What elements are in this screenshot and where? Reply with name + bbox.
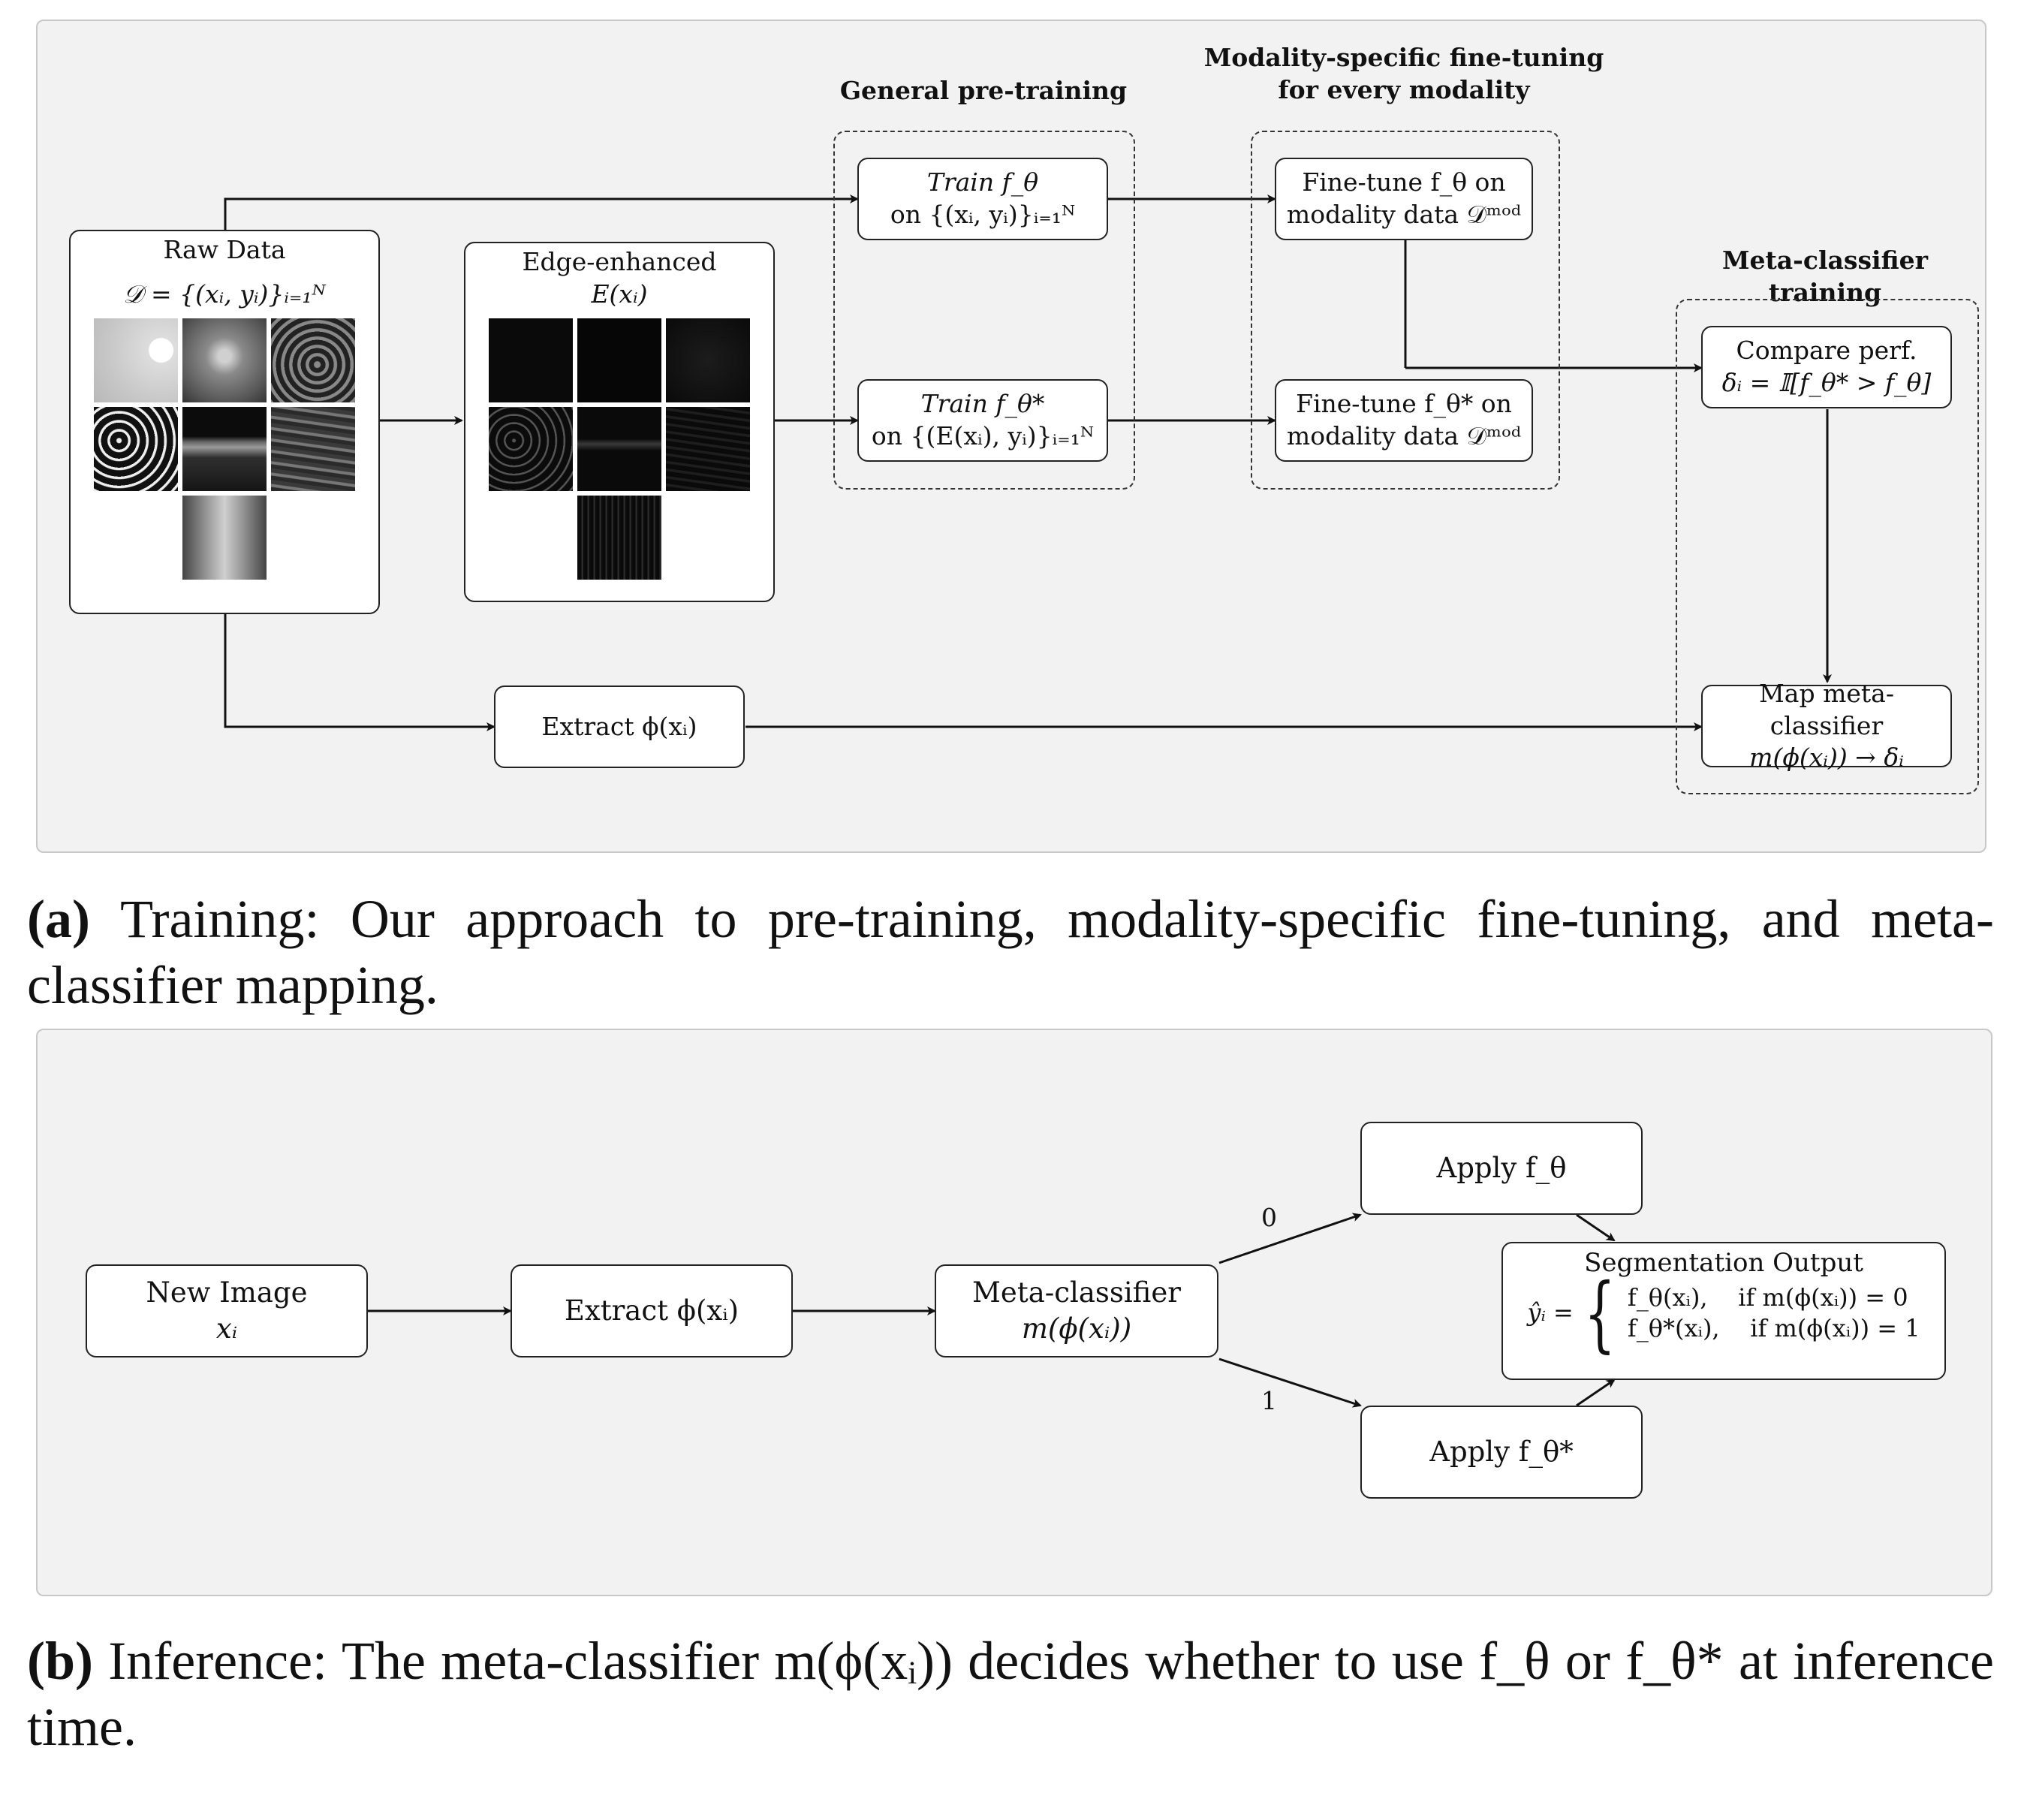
finetune-f-node: Fine-tune f_θ on modality data 𝒟ᵐᵒᵈ xyxy=(1275,158,1533,240)
raw-data-title: Raw Data xyxy=(163,235,286,264)
raw-thumb-fundus xyxy=(182,318,267,402)
edge-title: Edge-enhanced xyxy=(522,247,717,276)
edge-thumb-3 xyxy=(666,318,750,402)
seg-case-1: f_θ(xᵢ), if m(ϕ(xᵢ)) = 0 xyxy=(1627,1282,1908,1312)
meta-line1: Meta-classifier xyxy=(972,1276,1181,1309)
group-finetuning xyxy=(1251,131,1560,490)
finetune-f-line1: Fine-tune f_θ on xyxy=(1302,167,1506,197)
compare-line2: δᵢ = 𝕀[f_θ* > f_θ] xyxy=(1721,368,1932,397)
segmentation-output-node: Segmentation Output ŷᵢ = { f_θ(xᵢ), if m… xyxy=(1501,1242,1946,1380)
finetune-fstar-line1: Fine-tune f_θ* on xyxy=(1296,389,1512,419)
raw-thumb-oct xyxy=(182,406,267,491)
apply-fstar-label: Apply f_θ* xyxy=(1429,1435,1574,1468)
group-meta xyxy=(1676,299,1979,794)
seg-cases: f_θ(xᵢ), if m(ϕ(xᵢ)) = 0 f_θ*(xᵢ), if m(… xyxy=(1628,1282,1920,1345)
finetune-fstar-node: Fine-tune f_θ* on modality data 𝒟ᵐᵒᵈ xyxy=(1275,379,1533,462)
seg-case-2: f_θ*(xᵢ), if m(ϕ(xᵢ)) = 1 xyxy=(1627,1314,1920,1343)
raw-thumb-ultrasound xyxy=(271,406,355,491)
group-label-finetuning-line2: for every modality xyxy=(1278,74,1530,104)
extract-features-node-b: Extract ϕ(xᵢ) xyxy=(511,1264,793,1357)
raw-data-node: Raw Data 𝒟 = {(xᵢ, yᵢ)}ᵢ₌₁ᴺ xyxy=(69,230,380,614)
edge-label-1: 1 xyxy=(1261,1386,1277,1415)
map-meta-classifier-node: Map meta-classifier m(ϕ(xᵢ)) → δᵢ xyxy=(1701,679,1952,772)
raw-thumb-fundus-light xyxy=(94,318,178,402)
map-line2: m(ϕ(xᵢ)) → δᵢ xyxy=(1749,743,1904,773)
seg-brace: { xyxy=(1583,1265,1616,1362)
finetune-fstar-line2: modality data 𝒟ᵐᵒᵈ xyxy=(1286,421,1522,450)
caption-a: (a) Training: Our approach to pre-traini… xyxy=(27,886,1994,1018)
new-image-line1: New Image xyxy=(146,1276,308,1309)
group-label-finetuning: Modality-specific fine-tuning for every … xyxy=(1171,42,1637,107)
new-image-line2: xᵢ xyxy=(215,1312,238,1345)
group-pretraining xyxy=(833,131,1135,490)
apply-f-label: Apply f_θ xyxy=(1436,1151,1567,1184)
map-line1: Map meta-classifier xyxy=(1759,678,1894,740)
apply-f-node: Apply f_θ xyxy=(1360,1122,1643,1215)
meta-line2: m(ϕ(xᵢ)) xyxy=(1021,1312,1132,1345)
raw-thumb-vessels xyxy=(271,318,355,402)
edge-thumb-4 xyxy=(489,406,573,491)
caption-b-tag: (b) xyxy=(27,1631,93,1691)
seg-lhs: ŷᵢ = xyxy=(1527,1298,1574,1327)
caption-a-tag: (a) xyxy=(27,889,90,949)
extract-a-label: Extract ϕ(xᵢ) xyxy=(541,711,697,741)
edge-formula: E(xᵢ) xyxy=(591,279,648,309)
group-label-finetuning-line1: Modality-specific fine-tuning xyxy=(1203,43,1604,72)
edge-thumb-1 xyxy=(489,318,573,402)
meta-classifier-node: Meta-classifier m(ϕ(xᵢ)) xyxy=(935,1264,1218,1357)
edge-thumbnails xyxy=(489,318,750,491)
edge-thumb-5 xyxy=(577,406,661,491)
train-fstar-line2: on {(E(xᵢ), yᵢ)}ᵢ₌₁ᴺ xyxy=(871,421,1095,450)
raw-thumb-xray xyxy=(182,495,267,580)
edge-thumb-6 xyxy=(666,406,750,491)
extract-features-node-a: Extract ϕ(xᵢ) xyxy=(494,686,745,768)
extract-b-label: Extract ϕ(xᵢ) xyxy=(564,1294,739,1327)
apply-fstar-node: Apply f_θ* xyxy=(1360,1406,1643,1499)
seg-equation: ŷᵢ = { f_θ(xᵢ), if m(ϕ(xᵢ)) = 0 f_θ*(xᵢ)… xyxy=(1527,1265,1920,1362)
edge-thumb-2 xyxy=(577,318,661,402)
finetune-f-line2: modality data 𝒟ᵐᵒᵈ xyxy=(1286,200,1522,229)
seg-title: Segmentation Output xyxy=(1584,1248,1863,1278)
raw-data-formula: 𝒟 = {(xᵢ, yᵢ)}ᵢ₌₁ᴺ xyxy=(123,279,326,309)
caption-b: (b) Inference: The meta-classifier m(ϕ(x… xyxy=(27,1628,1994,1760)
edge-label-0: 0 xyxy=(1261,1203,1277,1232)
compare-line1: Compare perf. xyxy=(1736,336,1917,366)
edge-thumb-7 xyxy=(577,495,661,580)
train-f-node: Train f_θ on {(xᵢ, yᵢ)}ᵢ₌₁ᴺ xyxy=(857,158,1108,240)
edge-enhanced-node: Edge-enhanced E(xᵢ) xyxy=(464,242,775,602)
raw-thumb-cells xyxy=(94,406,178,491)
new-image-node: New Image xᵢ xyxy=(86,1264,368,1357)
train-fstar-node: Train f_θ* on {(E(xᵢ), yᵢ)}ᵢ₌₁ᴺ xyxy=(857,379,1108,462)
caption-b-text: Inference: The meta-classifier m(ϕ(xᵢ)) … xyxy=(27,1631,1994,1757)
group-label-pretraining: General pre-training xyxy=(839,76,1128,105)
train-f-line2: on {(xᵢ, yᵢ)}ᵢ₌₁ᴺ xyxy=(890,200,1076,229)
raw-data-thumbnails xyxy=(94,318,355,491)
compare-perf-node: Compare perf. δᵢ = 𝕀[f_θ* > f_θ] xyxy=(1701,326,1952,408)
train-f-line1: Train f_θ xyxy=(926,167,1039,197)
group-label-meta: Meta-classifier training xyxy=(1722,246,1928,307)
train-fstar-line1: Train f_θ* xyxy=(920,389,1045,419)
caption-a-text: Training: Our approach to pre-training, … xyxy=(27,889,1994,1015)
